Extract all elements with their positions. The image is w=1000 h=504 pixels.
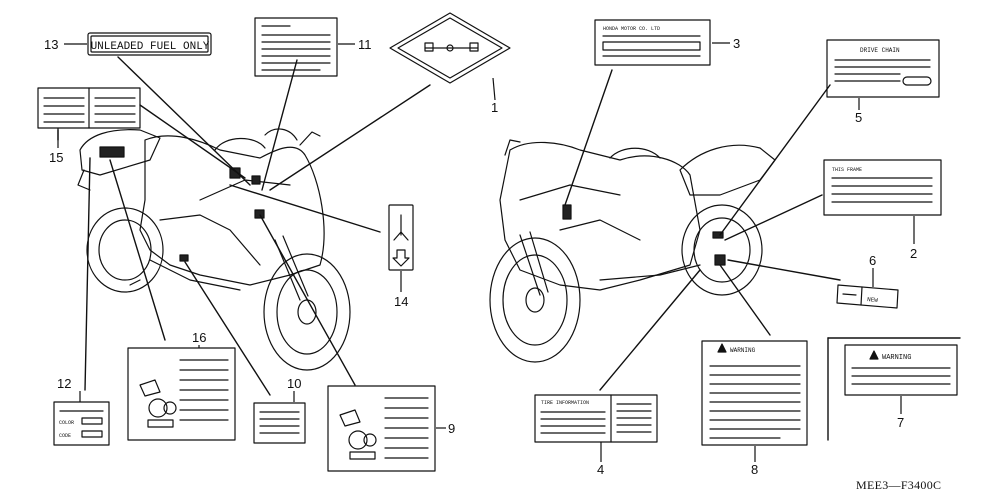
part-number-4: 4 — [597, 462, 604, 477]
part-number-6: 6 — [869, 253, 876, 268]
part-number-13: 13 — [44, 37, 58, 52]
part-number-14: 14 — [394, 294, 408, 309]
label-2 — [823, 159, 942, 216]
part-number-16: 16 — [192, 330, 206, 345]
label-14 — [388, 204, 414, 271]
honda-motor-text: HONDA MOTOR CO. LTD — [603, 26, 660, 32]
label-16 — [127, 347, 236, 441]
left-motorcycle — [77, 128, 351, 371]
new-text: NEW — [867, 296, 879, 304]
label-3 — [594, 19, 711, 66]
label-5 — [826, 39, 940, 98]
label-8 — [701, 340, 808, 446]
code-text: CODE — [59, 433, 71, 439]
right-motorcycle — [489, 139, 776, 363]
label-10 — [253, 402, 306, 444]
label-11 — [254, 17, 338, 77]
label-9 — [327, 385, 436, 472]
label-6 — [836, 284, 899, 309]
part-number-8: 8 — [751, 462, 758, 477]
this-frame-text: THIS FRAME — [832, 167, 862, 173]
label-15 — [37, 87, 141, 129]
part-number-1: 1 — [491, 100, 498, 115]
part-number-3: 3 — [733, 36, 740, 51]
tire-information-text: TIRE INFORMATION — [541, 400, 589, 406]
label-13 — [87, 32, 212, 56]
unleaded-fuel-text: UNLEADED FUEL ONLY — [91, 41, 210, 53]
label-7 — [844, 344, 958, 396]
part-number-10: 10 — [287, 376, 301, 391]
part-number-5: 5 — [855, 110, 862, 125]
label-1 — [389, 12, 511, 84]
leader-lines — [57, 56, 961, 441]
warning-text-7: WARNING — [882, 354, 911, 362]
label-4 — [534, 394, 658, 443]
part-number-15: 15 — [49, 150, 63, 165]
warning-text-8: WARNING — [730, 347, 756, 354]
part-number-11: 11 — [358, 37, 372, 52]
label-12 — [53, 401, 110, 446]
diagram-code: MEE3—F3400C — [856, 478, 942, 492]
part-number-7: 7 — [897, 415, 904, 430]
drive-chain-text: DRIVE CHAIN — [860, 47, 900, 54]
color-text: COLOR — [59, 420, 74, 426]
part-number-2: 2 — [910, 246, 917, 261]
part-number-12: 12 — [57, 376, 71, 391]
part-number-9: 9 — [448, 421, 455, 436]
